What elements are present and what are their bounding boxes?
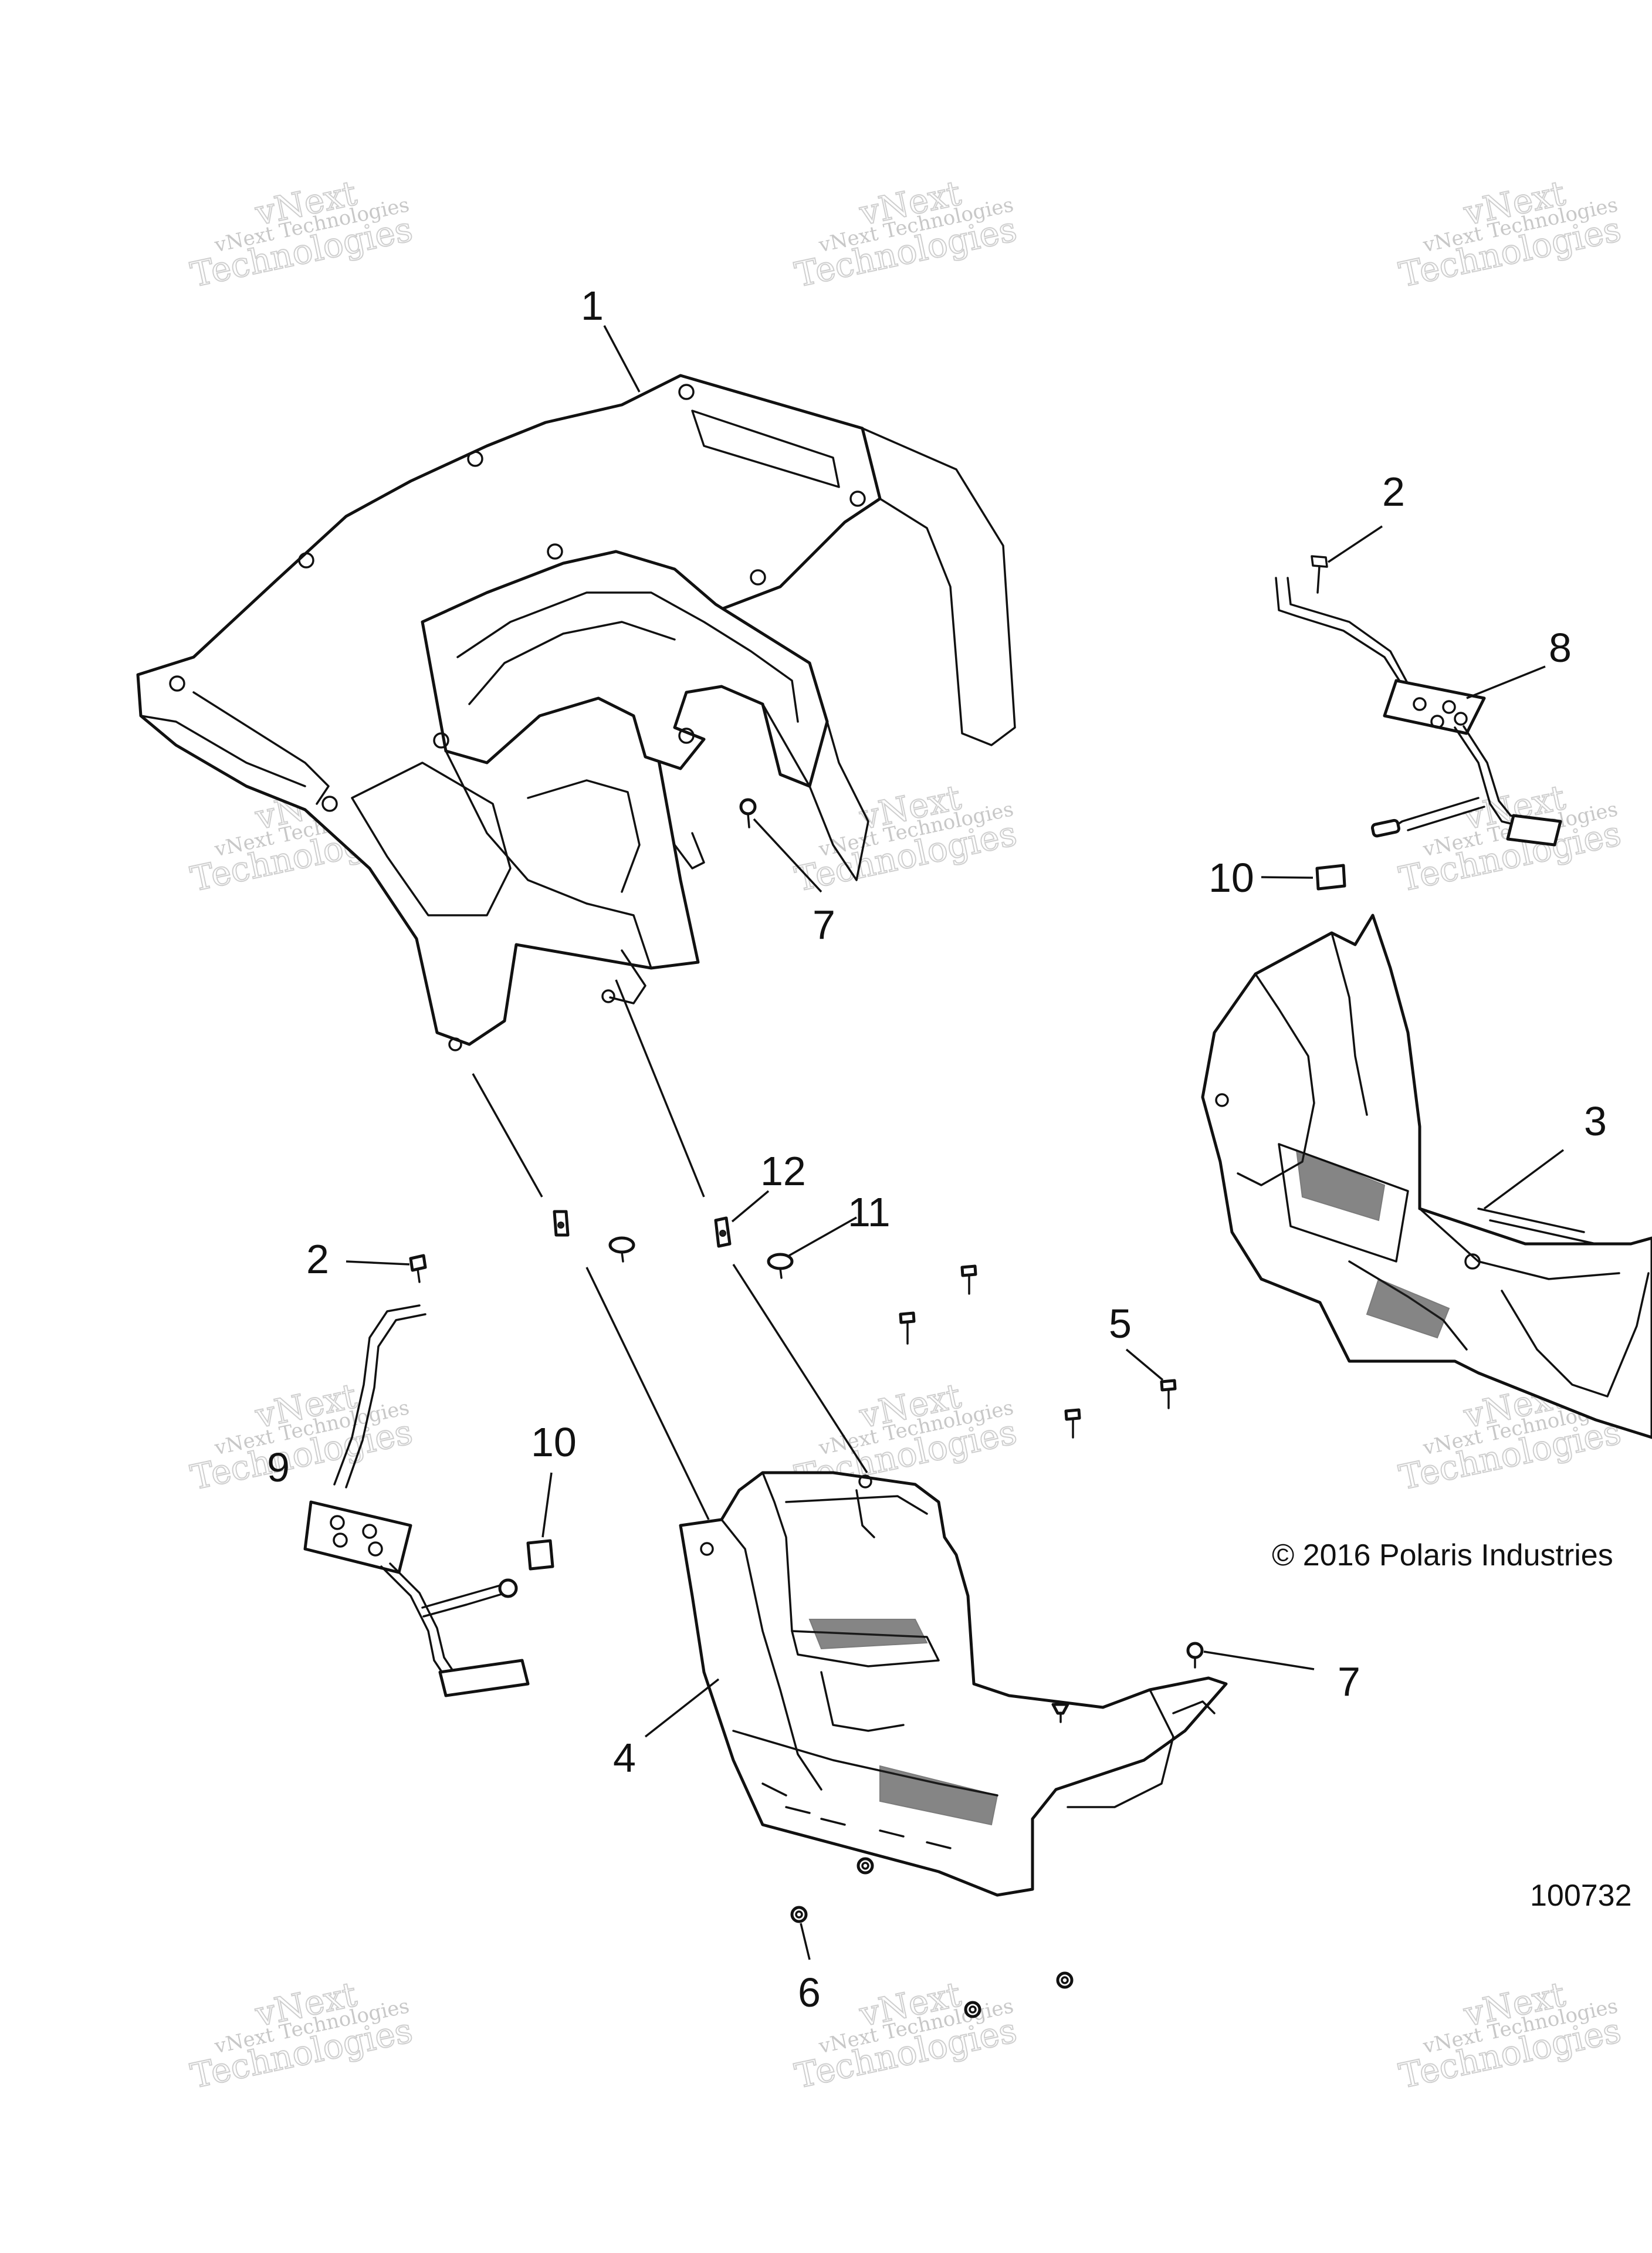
bolt-5d-icon: [1064, 1408, 1081, 1439]
nut-6a-icon: [857, 1857, 874, 1875]
callout-11: 11: [848, 1189, 891, 1235]
callout-4: 4: [613, 1735, 636, 1781]
part-10-bushing-upper: [1315, 864, 1346, 891]
part-8-right-bracket: [1275, 555, 1562, 847]
copyright-notice: © 2016 Polaris Industries: [1272, 1538, 1613, 1572]
callout-labels: 1 2 8 10 7 3 12 11 2 5 10 9 7 4 6: [267, 283, 1607, 2015]
callout-8: 8: [1549, 625, 1572, 671]
rivet-7-lower-icon: [1186, 1642, 1204, 1669]
callout-6: 6: [798, 1970, 821, 2015]
callout-3: 3: [1584, 1098, 1607, 1144]
bolt-5c-icon: [1160, 1379, 1177, 1409]
leader-lines: [346, 325, 1565, 1960]
rivet-7-upper-icon: [739, 798, 757, 828]
rivet-11-right-icon: [767, 1253, 794, 1279]
part-1-rear-body: [136, 374, 1016, 1051]
callout-7-upper: 7: [813, 902, 835, 948]
drawing-number: 100732: [1530, 1879, 1632, 1913]
nut-6b-icon: [790, 1906, 808, 1923]
part-9-left-bracket: [303, 1304, 530, 1697]
bolt-5b-icon: [899, 1311, 916, 1345]
clip-12-right-icon: [714, 1216, 732, 1248]
clip-12-left-icon: [553, 1210, 570, 1237]
callout-2-lower: 2: [306, 1236, 329, 1282]
nut-6c-icon: [1056, 1971, 1074, 1989]
nut-6d-icon: [964, 2001, 981, 2018]
callout-2-upper: 2: [1382, 469, 1405, 515]
part-3-right-footwell: [1201, 914, 1652, 1439]
callout-12: 12: [760, 1148, 806, 1194]
rivet-7-center-icon: [1051, 1703, 1069, 1723]
fasteners: [409, 798, 1204, 2018]
callout-10-upper: 10: [1208, 855, 1254, 901]
bolt-5a-icon: [960, 1264, 977, 1295]
callout-9: 9: [267, 1445, 290, 1490]
callout-5: 5: [1109, 1301, 1132, 1347]
part-4-left-footwell: [679, 1471, 1228, 1897]
callout-7-lower: 7: [1338, 1659, 1360, 1704]
callout-10-lower: 10: [531, 1419, 577, 1465]
bolt-2-lower-icon: [409, 1254, 427, 1283]
callout-1: 1: [581, 283, 604, 329]
part-10-bushing-lower: [526, 1539, 554, 1571]
rivet-11-left-icon: [608, 1236, 635, 1263]
